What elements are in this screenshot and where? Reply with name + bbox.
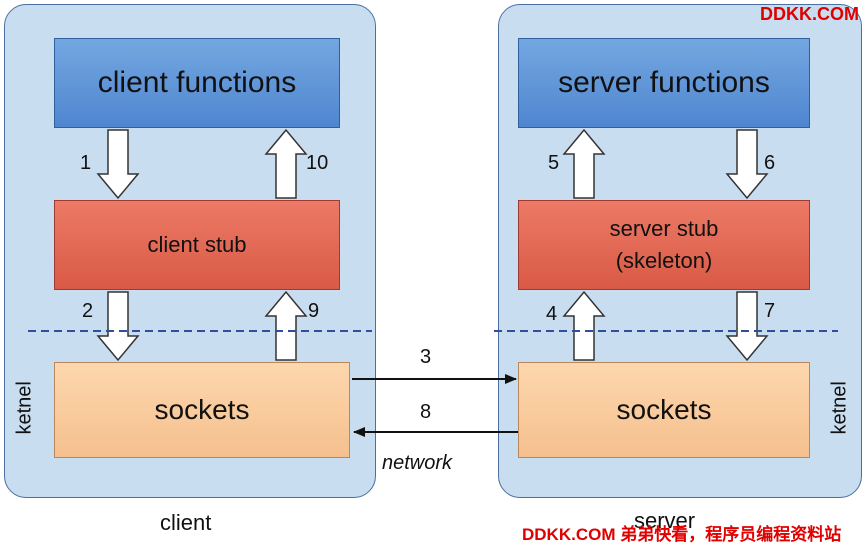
client-sockets-box: sockets — [54, 362, 350, 458]
watermark-top: DDKK.COM — [760, 4, 859, 24]
client-stub-box: client stub — [54, 200, 340, 290]
server-sockets-label: sockets — [616, 394, 712, 425]
step-8-label: 8 — [420, 401, 432, 423]
step-1-label: 1 — [80, 152, 92, 174]
client-functions-label: client functions — [97, 66, 297, 99]
step-4-label: 4 — [546, 303, 558, 325]
step-2-label: 2 — [82, 300, 94, 322]
step-6-label: 6 — [764, 152, 776, 174]
client-stub-label: client stub — [147, 232, 247, 257]
server-stub-label: server stub — [609, 216, 719, 241]
server-functions-box: server functions — [518, 38, 810, 128]
client-kernel-label: ketnel — [13, 381, 36, 435]
step-10-label: 10 — [306, 152, 329, 174]
arrow-step-4 — [562, 290, 606, 361]
step-7-label: 7 — [764, 300, 776, 322]
client-functions-box: client functions — [54, 38, 340, 128]
server-stub-sublabel: (skeleton) — [615, 248, 713, 273]
server-functions-label: server functions — [558, 66, 770, 99]
server-kernel-label: ketnel — [828, 381, 851, 435]
watermark-bottom: DDKK.COM 弟弟快看，程序员编程资料站 — [522, 525, 842, 544]
network-label: network — [382, 452, 453, 474]
client-caption: client — [160, 510, 212, 535]
arrow-step-7 — [725, 291, 769, 362]
arrow-step-1 — [96, 129, 140, 200]
arrow-step-5 — [562, 128, 606, 199]
server-stub-box: server stub (skeleton) — [518, 200, 810, 290]
server-sockets-box: sockets — [518, 362, 810, 458]
server-caption: server — [634, 508, 696, 533]
client-sockets-label: sockets — [154, 394, 250, 425]
arrow-step-6 — [725, 129, 769, 200]
arrow-step-9 — [264, 290, 308, 361]
arrow-step-2 — [96, 291, 140, 362]
step-5-label: 5 — [548, 152, 560, 174]
step-3-label: 3 — [420, 346, 432, 368]
arrow-step-10 — [264, 128, 308, 199]
step-9-label: 9 — [308, 300, 320, 322]
